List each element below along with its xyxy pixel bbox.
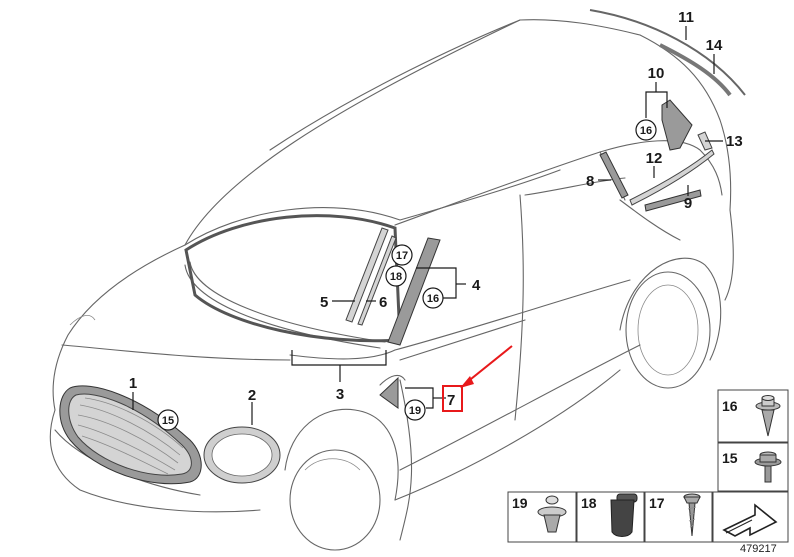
legend-box-16: 16: [717, 389, 789, 443]
washer-screw-icon: [754, 451, 782, 483]
callout-10: 10: [648, 65, 665, 82]
direction-arrow-icon: [722, 503, 778, 537]
callout-labels: 1 2 3 4 5 6 7 8 9 10 11 12 13 14: [129, 9, 743, 409]
expanding-clip-icon: [537, 495, 567, 533]
svg-text:18: 18: [581, 495, 597, 511]
circled-callout-16-spoiler: 16: [635, 119, 657, 141]
callout-14: 14: [706, 37, 723, 54]
circled-callout-18: 18: [385, 265, 407, 287]
callout-3: 3: [336, 386, 344, 403]
callout-12: 12: [646, 150, 663, 167]
figure-number: 479217: [740, 543, 777, 555]
fastener-legend: 16 15 19: [507, 389, 789, 543]
callout-5: 5: [320, 294, 328, 311]
svg-text:15: 15: [162, 415, 174, 427]
circled-callout-17: 17: [391, 244, 413, 266]
legend-box-arrow: [712, 491, 789, 543]
legend-box-19: 19: [507, 491, 577, 543]
callout-6: 6: [379, 294, 387, 311]
spoiler-part: [661, 99, 693, 151]
legend-box-17: 17: [644, 491, 713, 543]
circled-callout-19: 19: [404, 399, 426, 421]
svg-text:18: 18: [390, 271, 402, 283]
legend-box-15: 15: [717, 442, 789, 492]
svg-text:15: 15: [722, 450, 738, 466]
push-clip-icon: [755, 395, 781, 437]
grommet-icon: [610, 493, 638, 537]
highlight-marker: [442, 345, 513, 412]
headlight-trim-part: [203, 426, 281, 484]
c-pillar-trim-part: [599, 151, 629, 199]
screw-icon: [683, 493, 701, 537]
svg-text:19: 19: [512, 495, 528, 511]
a-pillar-trim-part: [345, 227, 441, 346]
circled-callout-15: 15: [157, 409, 179, 431]
legend-box-18: 18: [576, 491, 645, 543]
svg-text:16: 16: [427, 293, 439, 305]
callout-8: 8: [586, 173, 594, 190]
callout-9: 9: [684, 195, 692, 212]
svg-text:17: 17: [649, 495, 665, 511]
leader-lines: [132, 26, 723, 425]
roof-strip-part: [589, 9, 746, 97]
mirror-triangle-part: [379, 376, 399, 409]
circled-callout-16-pillar: 16: [422, 287, 444, 309]
grille-part: [59, 385, 202, 485]
callout-4: 4: [472, 277, 481, 294]
callout-11: 11: [678, 9, 694, 26]
callout-1: 1: [129, 375, 137, 392]
svg-text:17: 17: [396, 250, 408, 262]
circled-callouts: 15 16 16 17 18 19: [157, 119, 657, 431]
svg-text:16: 16: [640, 125, 652, 137]
svg-text:16: 16: [722, 398, 738, 414]
callout-13: 13: [726, 133, 743, 150]
svg-text:19: 19: [409, 405, 421, 417]
callout-7: 7: [447, 392, 455, 409]
callout-2: 2: [248, 387, 256, 404]
